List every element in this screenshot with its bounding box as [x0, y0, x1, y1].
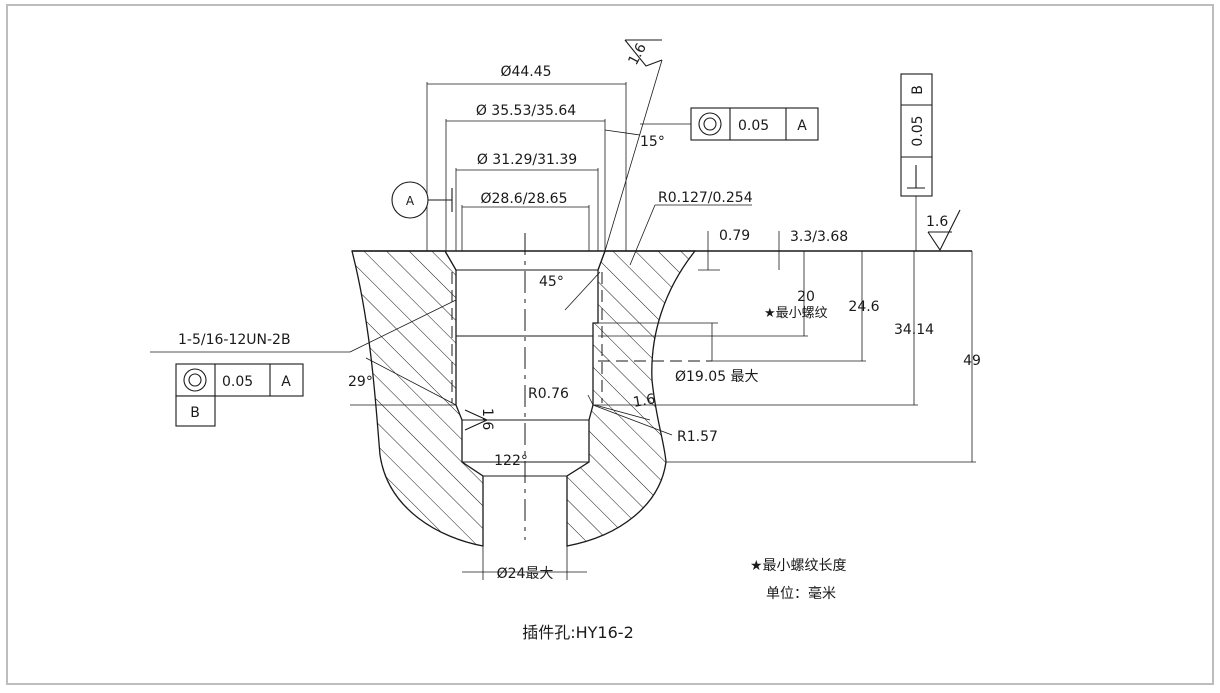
diameter-dimensions [426, 82, 627, 580]
fcf-perpendicularity [900, 73, 933, 197]
roughness-3: 1.6 [479, 408, 495, 430]
angle-15: 15° [640, 134, 665, 150]
fcf3-datum: B [910, 85, 926, 95]
drawing-title: 插件孔:HY16-2 [522, 623, 634, 642]
angle-29: 29° [348, 374, 373, 390]
unit-note: 单位：毫米 [766, 585, 836, 602]
dim-d3: Ø 31.29/31.39 [477, 152, 577, 168]
dim-d1: Ø44.45 [500, 64, 551, 80]
roughness-symbols [464, 39, 961, 431]
depth-33: 3.3/3.68 [790, 229, 848, 245]
depth-3414: 34.14 [894, 322, 934, 338]
body-section-right [566, 250, 697, 547]
angle-45: 45° [539, 274, 564, 290]
angle-122: 122° [494, 453, 528, 469]
depth-49: 49 [963, 353, 981, 369]
depth-079: 0.79 [719, 228, 750, 244]
bore-outline [352, 233, 972, 540]
fcf-concentricity-left [175, 363, 304, 427]
dimension-labels: Ø44.45 Ø 35.53/35.64 Ø 31.29/31.39 Ø28.6… [178, 41, 981, 642]
depth-dimensions [350, 190, 976, 463]
fcf2-datum: A [281, 374, 291, 390]
body-section-left [351, 250, 484, 547]
radius-r2: R0.76 [528, 386, 569, 402]
roughness-4: 1.6 [632, 391, 657, 411]
sheet-frame [6, 4, 1214, 685]
fcf1-tol: 0.05 [738, 118, 769, 134]
roughness-2: 1.6 [926, 214, 948, 230]
star-note: ★最小螺纹长度 [750, 558, 847, 574]
datum-a-label: A [406, 194, 415, 208]
dim-d5: Ø19.05 最大 [675, 369, 759, 385]
fcf-concentricity-top [640, 107, 819, 141]
radius-r1: R0.127/0.254 [658, 190, 753, 206]
fcf1-datum: A [797, 118, 807, 134]
datum-a-symbol [391, 181, 453, 219]
thread-spec: 1-5/16-12UN-2B [178, 332, 291, 348]
radius-r3: R1.57 [677, 429, 718, 445]
depth-246: 24.6 [848, 299, 879, 315]
dim-d6: Ø24最大 [497, 566, 554, 582]
depth-20: 20 [797, 289, 815, 305]
fcf2-sub-datum: B [190, 405, 200, 421]
dim-d2: Ø 35.53/35.64 [476, 103, 576, 119]
dim-d4: Ø28.6/28.65 [481, 191, 568, 207]
fcf2-tol: 0.05 [222, 374, 253, 390]
min-thread-label: ★最小螺纹 [764, 306, 828, 321]
fcf3-tol: 0.05 [910, 115, 926, 146]
